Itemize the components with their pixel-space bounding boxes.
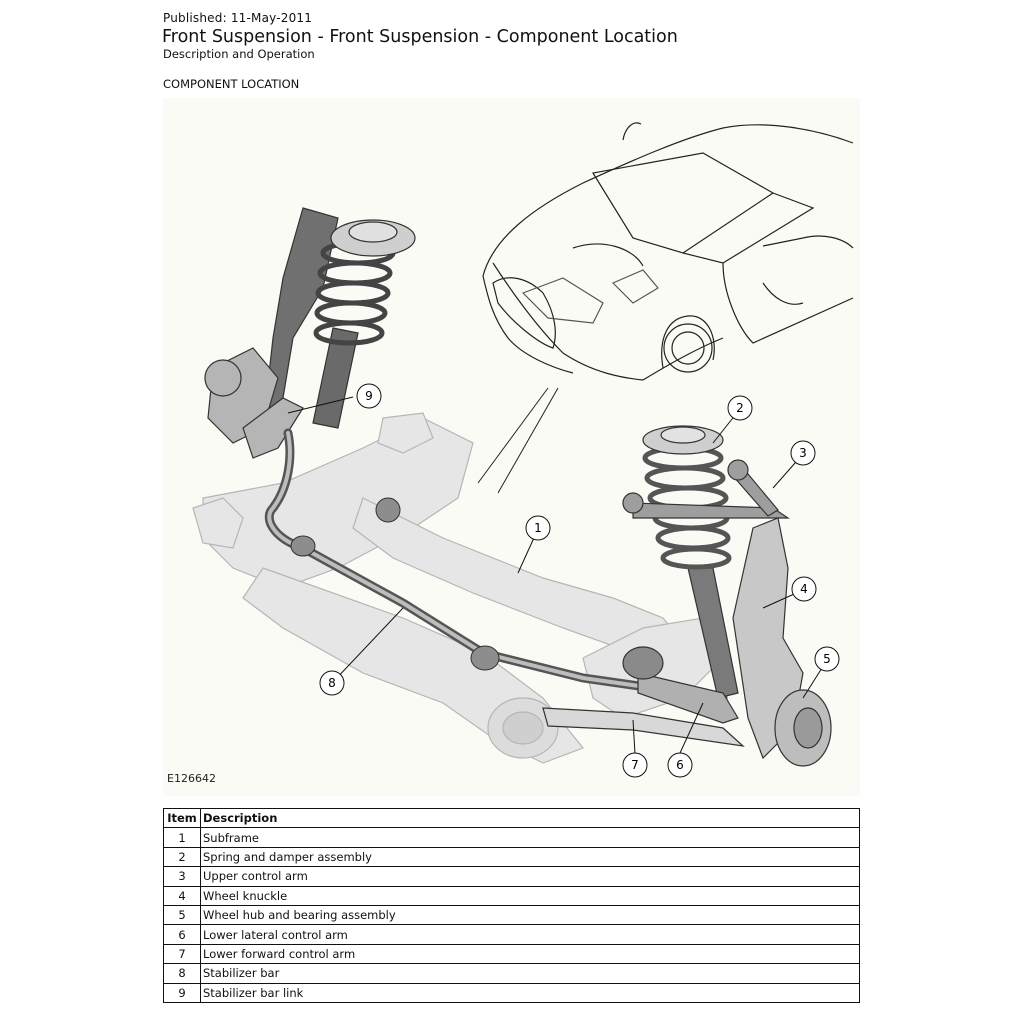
callout-5: 5: [814, 646, 840, 672]
svg-text:7: 7: [631, 758, 639, 772]
item-number: 4: [163, 885, 201, 906]
hub-shape: [774, 689, 832, 767]
svg-text:8: 8: [328, 676, 336, 690]
callout-2: 2: [727, 395, 753, 421]
svg-text:6: 6: [676, 758, 684, 772]
published-date: Published: 11-May-2011: [163, 11, 313, 25]
vehicle-outline: [482, 122, 854, 381]
table-row: 8 Stabilizer bar: [163, 963, 860, 984]
page-subtitle: Description and Operation: [163, 47, 315, 61]
callouts: 1 2 3 4 5: [319, 383, 840, 778]
left-spring-shape: [313, 240, 396, 346]
item-number: 8: [163, 963, 201, 984]
table-row: 9 Stabilizer bar link: [163, 982, 860, 1003]
column-header-item: Item: [163, 807, 201, 829]
svg-text:2: 2: [736, 401, 744, 415]
table-row: 1 Subframe: [163, 827, 860, 848]
item-number: 3: [163, 866, 201, 887]
svg-text:3: 3: [799, 446, 807, 460]
svg-text:1: 1: [534, 521, 542, 535]
section-heading: COMPONENT LOCATION: [163, 77, 300, 91]
callout-6: 6: [667, 752, 693, 778]
callout-3: 3: [790, 440, 816, 466]
item-description: Stabilizer bar link: [200, 982, 860, 1003]
item-description: Wheel knuckle: [200, 885, 860, 906]
item-number: 5: [163, 904, 201, 926]
component-location-illustration: 1 2 3 4 5: [163, 98, 860, 796]
item-description: Wheel hub and bearing assembly: [200, 904, 860, 926]
callout-4: 4: [791, 576, 817, 602]
table-row: 2 Spring and damper assembly: [163, 846, 860, 868]
item-number: 1: [163, 827, 201, 848]
item-number: 9: [163, 982, 201, 1003]
item-number: 2: [163, 846, 201, 868]
item-number: 7: [163, 943, 201, 965]
lower-arms-shape: [542, 646, 745, 747]
item-number: 6: [163, 924, 201, 945]
callout-8: 8: [319, 670, 345, 696]
table-row: 5 Wheel hub and bearing assembly: [163, 904, 860, 926]
item-description: Upper control arm: [200, 866, 860, 887]
upper-control-arm-shape: [622, 459, 790, 519]
figure-id: E126642: [167, 772, 216, 785]
callout-9: 9: [356, 383, 382, 409]
table-row: 7 Lower forward control arm: [163, 943, 860, 965]
column-header-description: Description: [200, 807, 860, 829]
table-row: 4 Wheel knuckle: [163, 885, 860, 906]
subframe-shape: [192, 412, 724, 764]
callout-1: 1: [525, 515, 551, 541]
table-header-row: Item Description: [163, 807, 860, 829]
item-description: Lower lateral control arm: [200, 924, 860, 945]
table-row: 3 Upper control arm: [163, 866, 860, 887]
suspension-diagram: 1 2 3 4 5: [192, 122, 854, 778]
item-description: Lower forward control arm: [200, 943, 860, 965]
component-legend-table: Item Description 1 Subframe 2 Spring and…: [163, 807, 860, 1003]
svg-text:9: 9: [365, 389, 373, 403]
svg-text:5: 5: [823, 652, 831, 666]
svg-text:4: 4: [800, 582, 808, 596]
right-top-mount-shape: [642, 425, 724, 455]
item-description: Subframe: [200, 827, 860, 848]
page-title: Front Suspension - Front Suspension - Co…: [162, 27, 678, 47]
callout-7: 7: [622, 752, 648, 778]
left-top-mount-shape: [330, 219, 416, 257]
table-row: 6 Lower lateral control arm: [163, 924, 860, 945]
item-description: Stabilizer bar: [200, 963, 860, 984]
item-description: Spring and damper assembly: [200, 846, 860, 868]
